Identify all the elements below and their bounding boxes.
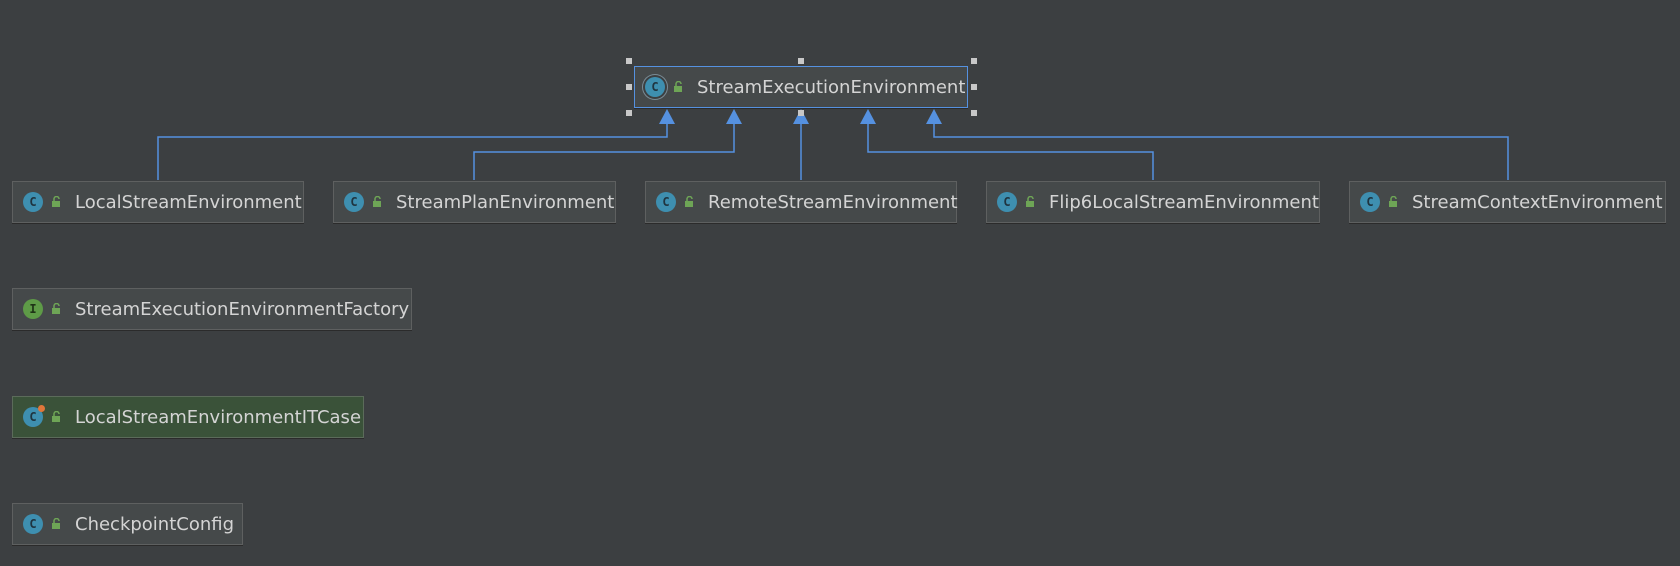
public-visibility-icon [373, 196, 381, 207]
interface-node[interactable]: I StreamExecutionEnvironmentFactory [12, 288, 412, 330]
class-node-subclass[interactable]: C LocalStreamEnvironment [12, 181, 304, 223]
class-node[interactable]: C CheckpointConfig [12, 503, 243, 545]
edge-streamcontextenvironment [933, 124, 1509, 180]
icon-letter: C [29, 195, 37, 209]
class-node-subclass[interactable]: C RemoteStreamEnvironment [645, 181, 958, 223]
abstract-class-icon: C [645, 77, 665, 97]
class-node-subclass[interactable]: C StreamPlanEnvironment [333, 181, 616, 223]
selection-handle[interactable] [626, 84, 632, 90]
class-icon: C [997, 192, 1017, 212]
edge-arrowhead [659, 109, 675, 124]
icon-letter: C [662, 195, 670, 209]
class-node-subclass[interactable]: C StreamContextEnvironment [1349, 181, 1666, 223]
public-visibility-icon [1026, 196, 1034, 207]
public-visibility-icon [52, 196, 60, 207]
class-name: RemoteStreamEnvironment [708, 191, 958, 213]
class-name: StreamContextEnvironment [1412, 191, 1663, 213]
class-icon: C [656, 192, 676, 212]
icon-letter: C [29, 517, 37, 531]
icon-letter: C [350, 195, 358, 209]
public-visibility-icon [52, 303, 60, 314]
icon-letter: C [1003, 195, 1011, 209]
edge-arrowhead [926, 109, 942, 124]
class-node-subclass[interactable]: C Flip6LocalStreamEnvironment [986, 181, 1320, 223]
public-visibility-icon [685, 196, 693, 207]
class-name: LocalStreamEnvironmentITCase [75, 406, 362, 428]
class-icon: C [1360, 192, 1380, 212]
selection-handle[interactable] [798, 58, 804, 64]
selection-handle[interactable] [971, 110, 977, 116]
selection-handle[interactable] [971, 84, 977, 90]
class-name: StreamExecutionEnvironment [697, 76, 966, 98]
selection-handle[interactable] [626, 110, 632, 116]
class-icon: C [23, 192, 43, 212]
edge-arrowhead [860, 109, 876, 124]
selection-handle[interactable] [971, 58, 977, 64]
public-visibility-icon [674, 81, 682, 92]
selection-handle[interactable] [626, 58, 632, 64]
public-visibility-icon [52, 518, 60, 529]
edge-localstreamenvironment [157, 124, 668, 180]
test-badge-icon [38, 405, 45, 412]
class-node-root[interactable]: C StreamExecutionEnvironment [634, 66, 968, 108]
test-class-node[interactable]: C LocalStreamEnvironmentITCase [12, 396, 364, 438]
icon-letter: C [1366, 195, 1374, 209]
icon-letter: C [29, 410, 37, 424]
edge-arrowhead [726, 109, 742, 124]
test-class-icon: C [23, 405, 45, 427]
public-visibility-icon [52, 411, 60, 422]
selection-handle[interactable] [798, 110, 804, 116]
edge-flip6localstreamenvironment [867, 124, 1154, 180]
class-name: Flip6LocalStreamEnvironment [1049, 191, 1319, 213]
class-icon: C [23, 514, 43, 534]
public-visibility-icon [1389, 196, 1397, 207]
interface-icon: I [23, 299, 43, 319]
class-name: StreamExecutionEnvironmentFactory [75, 298, 410, 320]
class-icon: C [344, 192, 364, 212]
class-name: LocalStreamEnvironment [75, 191, 302, 213]
icon-letter: I [29, 302, 37, 316]
icon-letter: C [651, 80, 659, 94]
class-name: CheckpointConfig [75, 513, 235, 535]
edge-arrowhead [793, 109, 809, 124]
class-name: StreamPlanEnvironment [396, 191, 615, 213]
edge-streamplanenvironment [473, 124, 735, 180]
